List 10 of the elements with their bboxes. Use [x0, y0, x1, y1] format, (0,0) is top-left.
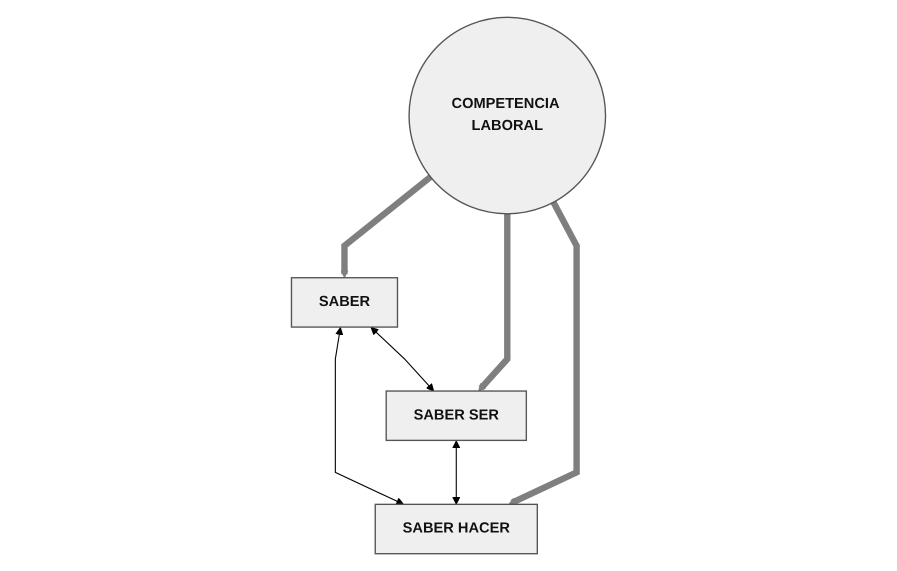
node-box: SABER HACER	[374, 504, 538, 554]
arrow	[334, 327, 404, 505]
arrow	[478, 214, 510, 392]
arrow	[452, 440, 460, 505]
arrow	[370, 326, 434, 392]
node-circle: COMPETENCIA LABORAL	[408, 16, 606, 214]
node-box: SABER	[290, 277, 398, 328]
arrow	[508, 200, 580, 506]
arrow	[340, 174, 433, 278]
node-box: SABER SER	[386, 390, 528, 442]
